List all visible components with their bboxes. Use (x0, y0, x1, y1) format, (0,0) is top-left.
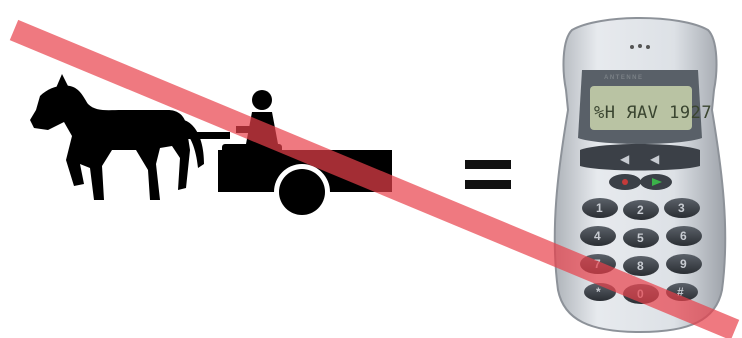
key-9: 9 (666, 254, 702, 274)
key-3: 3 (664, 198, 700, 218)
svg-text:6: 6 (680, 229, 687, 243)
arrow-left-icon: ◀ (650, 152, 660, 166)
key-4: 4 (580, 226, 616, 246)
key-1: 1 (582, 198, 618, 218)
svg-text:9: 9 (680, 257, 687, 271)
key-6: 6 (666, 226, 702, 246)
svg-text:4: 4 (594, 229, 601, 243)
end-call-icon (622, 179, 628, 185)
phone-brand: ANTENNE (604, 75, 644, 81)
key-2: 2 (623, 200, 659, 220)
key-8: 8 (623, 256, 659, 276)
svg-text:5: 5 (637, 231, 644, 245)
svg-text:*: * (596, 285, 601, 299)
svg-text:8: 8 (637, 259, 644, 273)
lcd-display-text: %H ЯAV 1927 (594, 103, 712, 123)
arrow-left-icon: ◀ (620, 152, 630, 166)
equals-icon (465, 160, 511, 189)
svg-text:3: 3 (678, 201, 685, 215)
horse-cart-icon (30, 74, 392, 220)
key-5: 5 (623, 228, 659, 248)
svg-text:2: 2 (637, 203, 644, 217)
svg-text:1: 1 (596, 201, 603, 215)
